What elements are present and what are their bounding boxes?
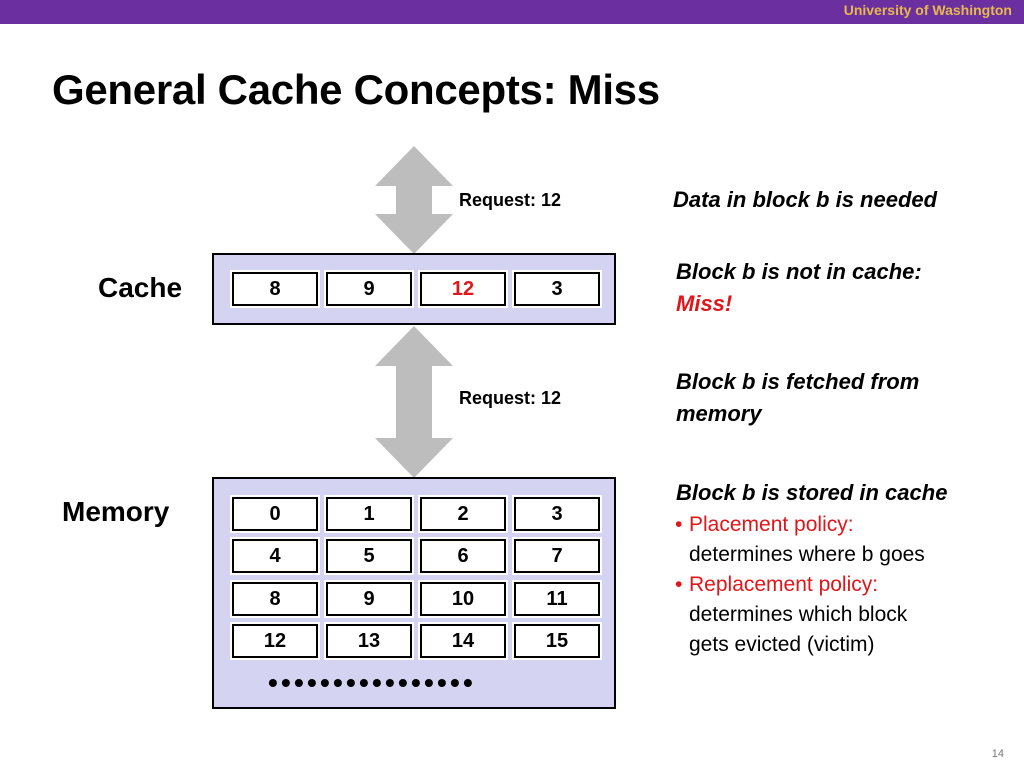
- policy-item: • Replacement policy:: [675, 570, 995, 600]
- policy-item: • Placement policy:: [675, 510, 995, 540]
- note-fetched-line1: Block b is fetched from: [676, 369, 920, 394]
- memory-block: 10: [418, 580, 508, 618]
- note-data-needed: Data in block b is needed: [673, 187, 938, 212]
- memory-block: 2: [418, 495, 508, 533]
- replacement-policy-desc-1: determines which block: [689, 603, 908, 626]
- cache-box: 8 9 12 3: [212, 253, 616, 325]
- memory-block: 5: [324, 537, 414, 575]
- cache-block-new: 12: [418, 270, 508, 308]
- note-not-in-cache-text: Block b is not in cache:: [676, 259, 922, 284]
- note-stored: Block b is stored in cache: [676, 480, 948, 505]
- slide-title: General Cache Concepts: Miss: [52, 66, 660, 113]
- cache-block: 3: [512, 270, 602, 308]
- memory-block: 11: [512, 580, 602, 618]
- replacement-policy-heading: Replacement policy:: [689, 573, 879, 596]
- upper-double-arrow: [375, 146, 453, 254]
- placement-policy-heading: Placement policy:: [689, 513, 854, 536]
- memory-block: 14: [418, 622, 508, 660]
- memory-block: 1: [324, 495, 414, 533]
- memory-block: 0: [230, 495, 320, 533]
- header-bar: University of Washington: [0, 0, 1024, 24]
- institution-name: University of Washington: [843, 2, 1012, 18]
- placement-policy-desc: determines where b goes: [689, 543, 925, 566]
- request-label-lower: Request: 12: [459, 388, 562, 408]
- replacement-policy-desc-2: gets evicted (victim): [689, 633, 875, 656]
- note-not-in-cache: Block b is not in cache: Miss!: [676, 256, 922, 320]
- note-fetched-line2: memory: [676, 401, 762, 426]
- memory-block: 6: [418, 537, 508, 575]
- memory-block: 4: [230, 537, 320, 575]
- page-number: 14: [991, 748, 1004, 760]
- bullet-glyph: •: [675, 573, 683, 596]
- memory-block: 7: [512, 537, 602, 575]
- policy-list: • Placement policy: determines where b g…: [675, 510, 995, 660]
- memory-block: 12: [230, 622, 320, 660]
- memory-block: 8: [230, 580, 320, 618]
- memory-block: 13: [324, 622, 414, 660]
- bullet-glyph: •: [675, 513, 683, 536]
- request-label-upper: Request: 12: [459, 190, 562, 210]
- cache-block: 9: [324, 270, 414, 308]
- note-fetched: Block b is fetched from memory: [676, 366, 919, 430]
- memory-label: Memory: [62, 496, 170, 527]
- lower-double-arrow: [375, 326, 453, 478]
- note-miss: Miss!: [676, 291, 733, 316]
- memory-ellipsis: ••••••••••••••••: [268, 667, 477, 698]
- memory-block: 3: [512, 495, 602, 533]
- memory-block: 15: [512, 622, 602, 660]
- cache-label: Cache: [98, 272, 183, 303]
- cache-block: 8: [230, 270, 320, 308]
- memory-box: 0 1 2 3 4 5 6 7 8 9 10 11 12 13 14 15 ••…: [212, 477, 616, 709]
- memory-block: 9: [324, 580, 414, 618]
